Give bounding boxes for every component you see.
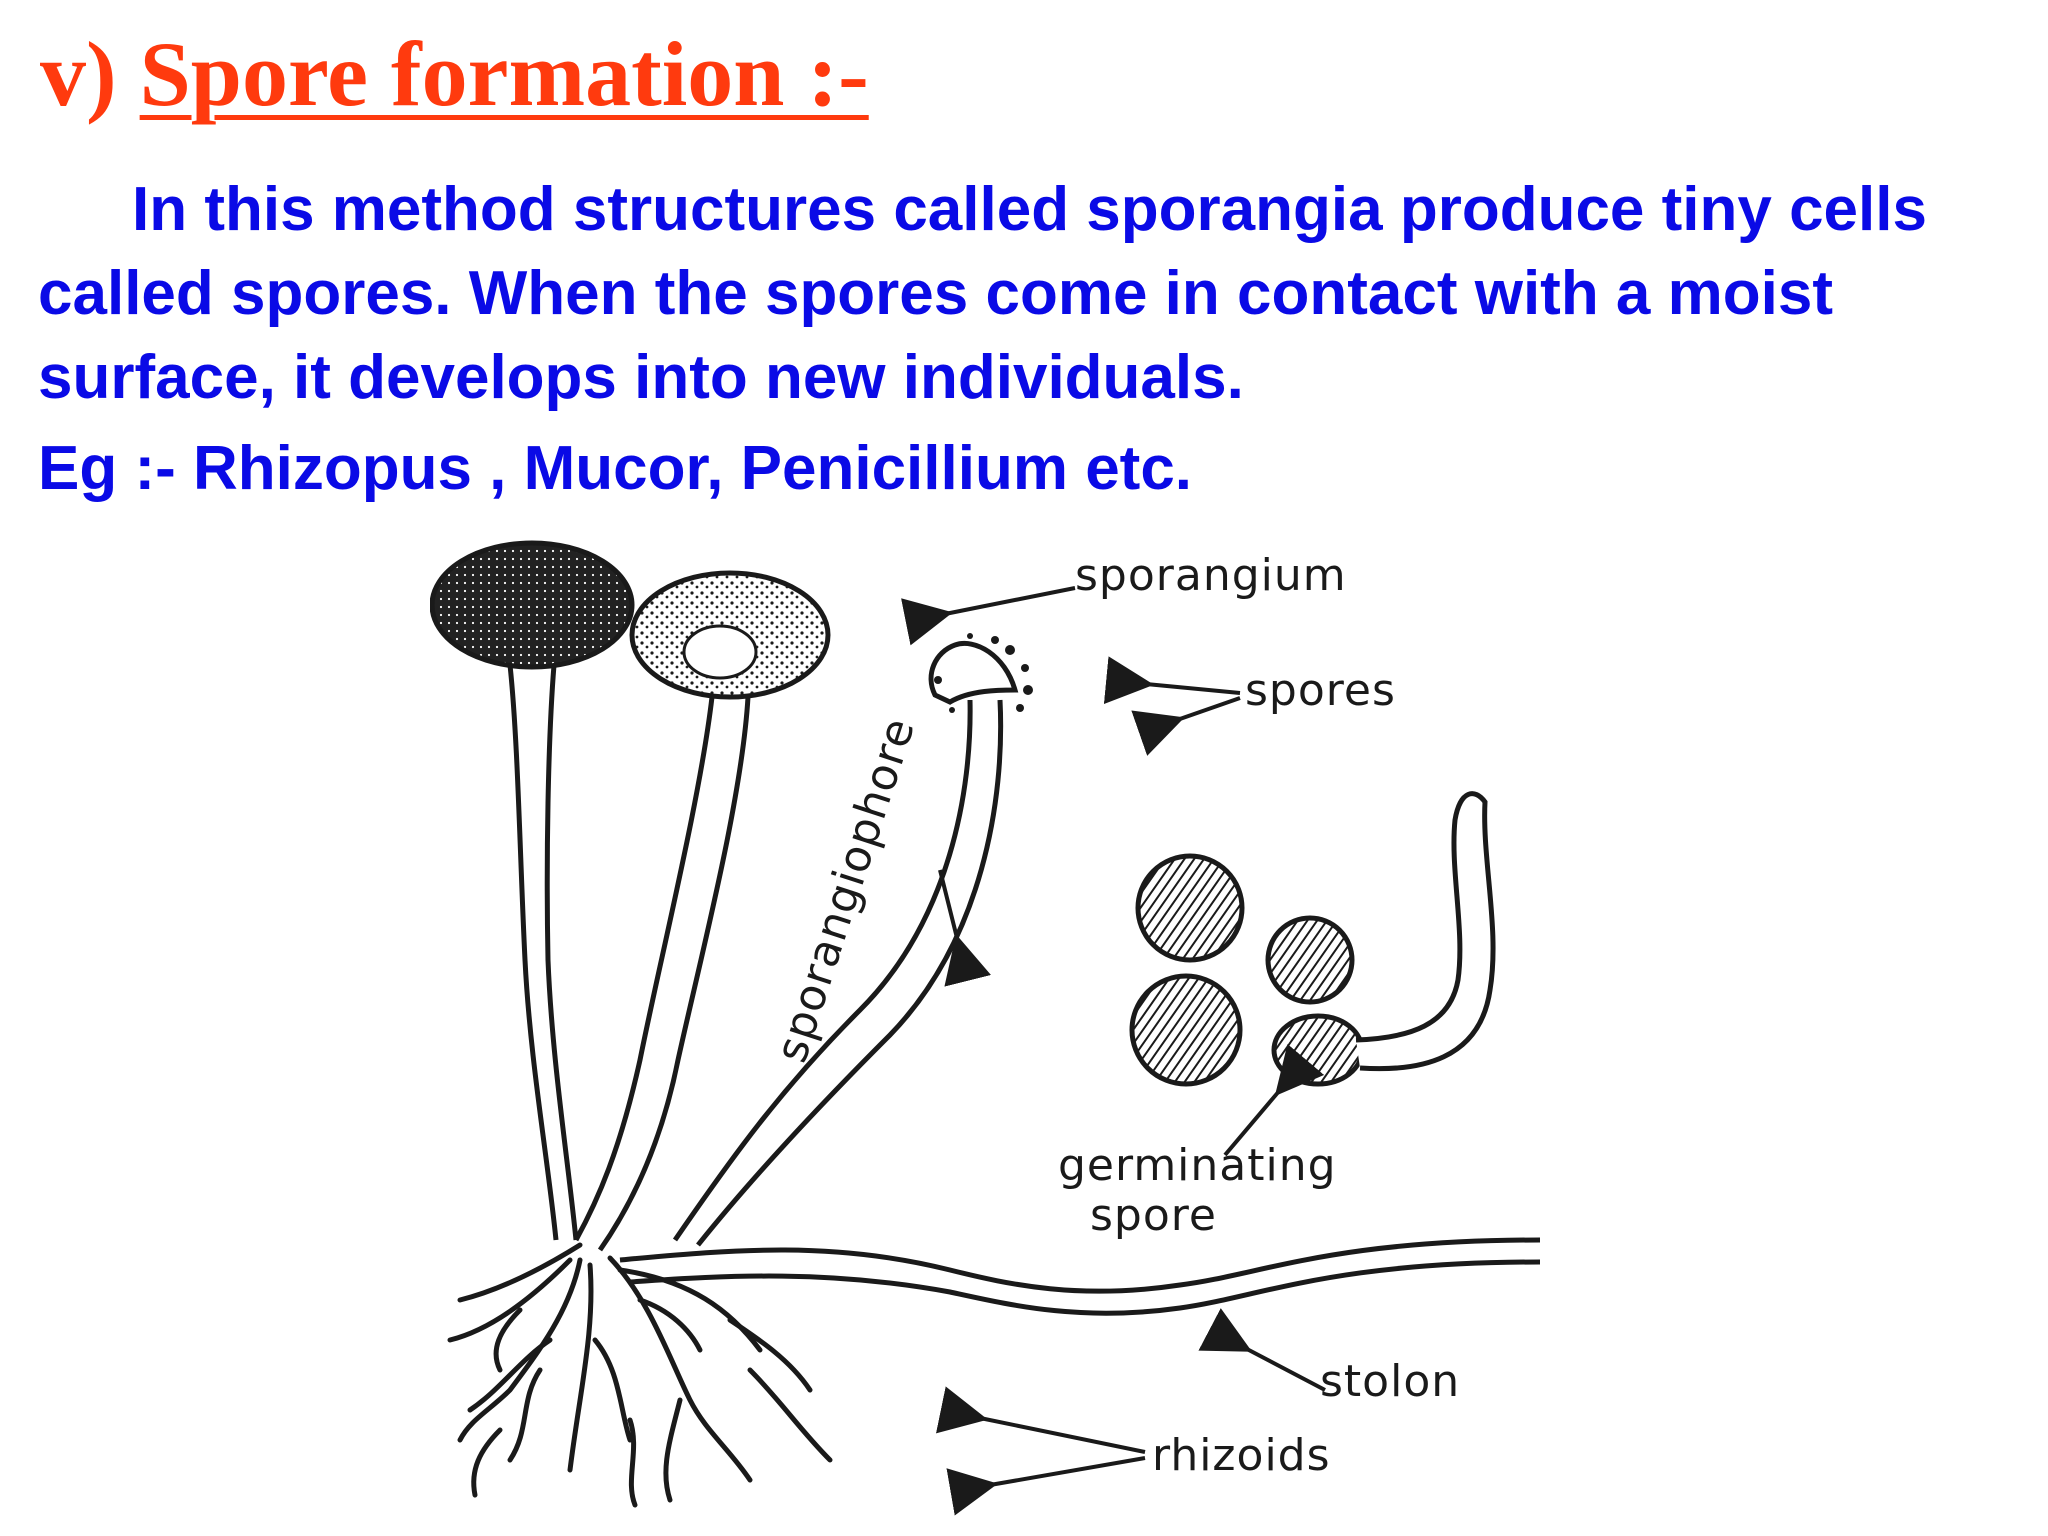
label-stolon: stolon (1320, 1356, 1460, 1407)
slide-heading: v) Spore formation :- (40, 28, 869, 120)
label-arrows (901, 586, 1326, 1516)
stolon (619, 1237, 1541, 1316)
description-paragraph: In this method structures called sporang… (38, 175, 1927, 412)
rhizopus-diagram: sporangium spores sporangiophore germina… (430, 540, 1541, 1516)
heading-title: Spore formation :- (139, 23, 869, 125)
spores-cluster (1129, 853, 1355, 1087)
heading-prefix: v) (40, 23, 117, 125)
label-rhizoids: rhizoids (1152, 1430, 1331, 1481)
sporangium-mature (430, 540, 635, 1241)
sporangium-young (573, 570, 831, 1252)
label-sporangiophore: sporangiophore (766, 711, 925, 1068)
rhizoids (447, 1242, 833, 1508)
sporangium-bursting (672, 633, 1033, 1247)
label-sporangium: sporangium (1075, 550, 1347, 601)
label-spores: spores (1245, 665, 1396, 716)
label-germinating-spore: spore (1090, 1190, 1217, 1241)
examples-line: Eg :- Rhizopus , Mucor, Penicillium etc. (38, 434, 1193, 503)
label-germinating: germinating (1058, 1140, 1337, 1191)
